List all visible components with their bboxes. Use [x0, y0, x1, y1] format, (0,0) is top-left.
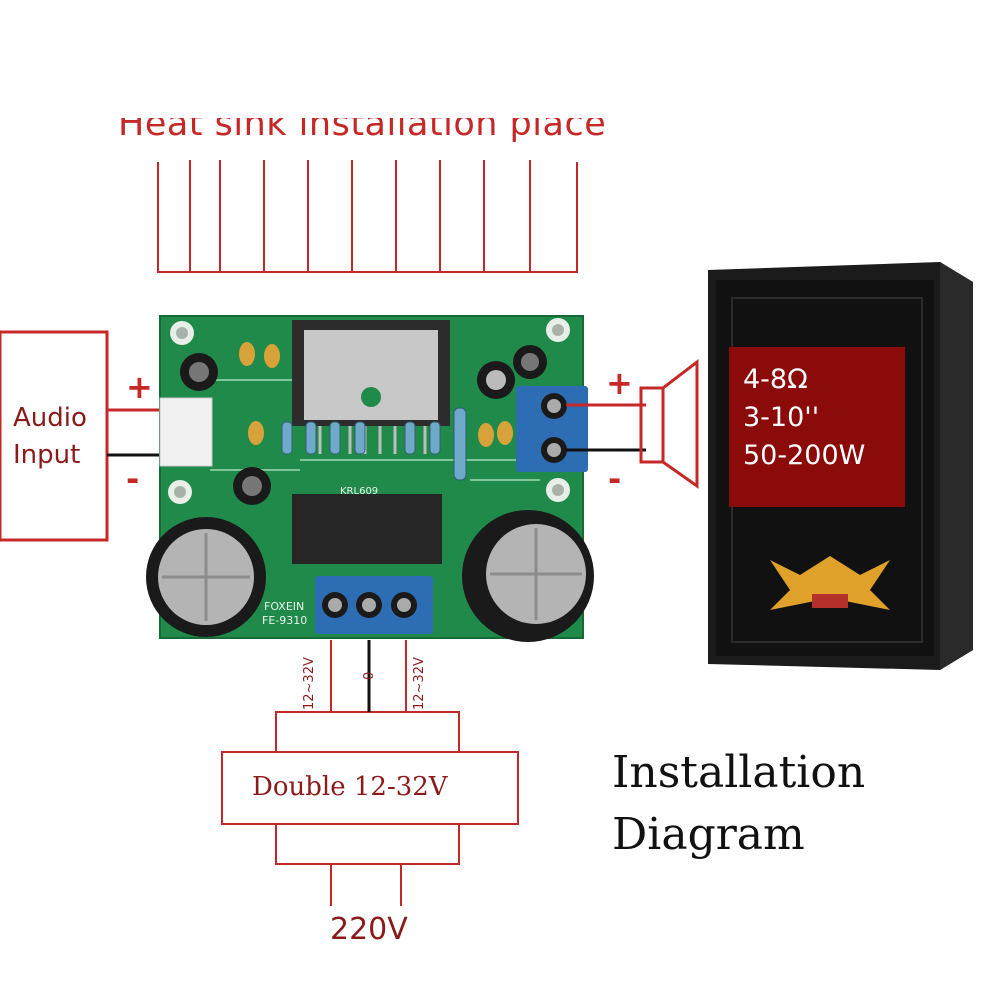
diagram-caption: Installation Diagram: [612, 747, 866, 860]
output-plus-sign: +: [606, 364, 633, 402]
heatsink-fins: [157, 160, 578, 273]
transformer-label: Double 12-32V: [252, 772, 448, 802]
filter-capacitor-left: [146, 517, 266, 637]
speaker-spec-box: 4-8Ω 3-10'' 50-200W: [729, 347, 905, 507]
speaker-icon: [639, 358, 699, 489]
rail-label-right: 12~32V: [412, 657, 427, 710]
board-brand: FOXEIN: [264, 600, 305, 613]
spec-power: 50-200W: [743, 440, 866, 471]
rail-label-left: 12~32V: [302, 657, 317, 710]
board-model: FE-9310: [262, 614, 308, 627]
rail-label-center: 0: [362, 671, 377, 680]
eagle-logo-icon: [770, 556, 890, 610]
heatsink-title: Heat sink installation place: [118, 104, 607, 144]
output-minus-sign: -: [608, 460, 622, 498]
pcb-board: [146, 315, 594, 642]
mains-voltage-label: 220V: [330, 912, 408, 947]
chip-label: KRL609: [340, 486, 379, 497]
spec-size: 3-10'': [743, 402, 820, 433]
power-terminal: [315, 576, 433, 634]
audio-input-label: Audio Input: [13, 403, 87, 470]
spec-impedance: 4-8Ω: [743, 364, 808, 395]
input-plus-sign: +: [126, 368, 153, 406]
input-minus-sign: -: [126, 460, 140, 498]
output-terminal: [516, 386, 588, 472]
filter-capacitor-right: [462, 510, 594, 642]
